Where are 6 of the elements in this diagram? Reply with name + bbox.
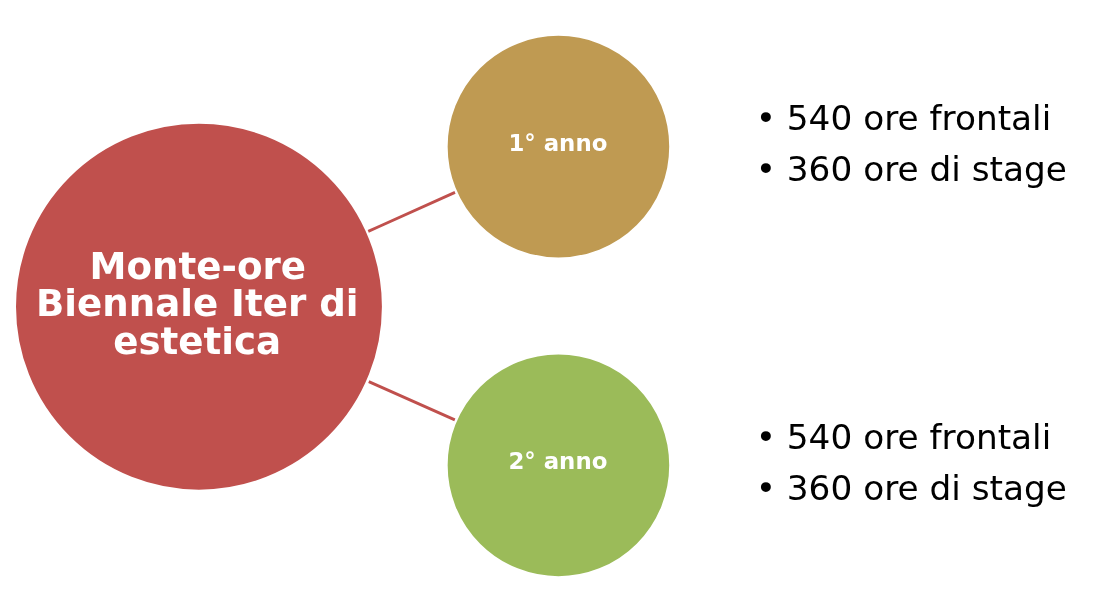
node-label: • 360 ore di stage [755, 467, 1067, 508]
node-label: • 360 ore di stage [755, 148, 1067, 189]
node-label: • 540 ore frontali [755, 416, 1052, 456]
connector [368, 379, 456, 421]
node-label: • 540 ore frontali [755, 97, 1052, 138]
connector [367, 190, 456, 233]
